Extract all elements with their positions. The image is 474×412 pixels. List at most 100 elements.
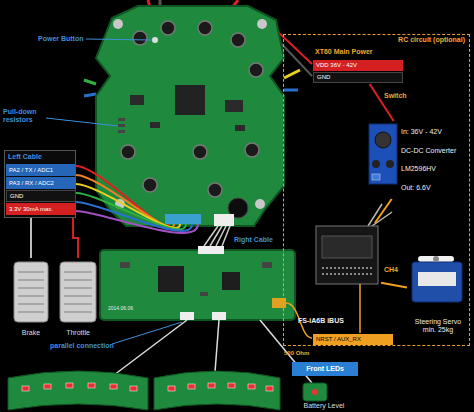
leader-line <box>86 39 152 40</box>
resistor <box>118 124 125 127</box>
node-text: GND <box>10 193 23 200</box>
led <box>248 384 255 389</box>
rc-circuit-box: RC circuit (optional)XT60 Main PowerVDD … <box>283 34 470 346</box>
cable-wire <box>216 226 226 246</box>
mainboard-pcb <box>96 6 284 226</box>
rc-receiver <box>316 226 378 284</box>
node-text: GND <box>317 74 330 81</box>
receiver-sticker <box>322 236 372 258</box>
sensor-board-pcb <box>100 250 295 320</box>
pedal-wire <box>30 218 32 258</box>
dcdc-module <box>369 124 397 184</box>
pedal-ribs <box>64 272 92 312</box>
nrst-wire <box>359 284 361 333</box>
chip <box>222 272 240 290</box>
battery-led-board <box>303 383 327 401</box>
part-label: Power Button <box>38 35 84 43</box>
chip <box>158 266 184 292</box>
cable-box: Left CablePA2 / TX / ADC1PA3 / RX / ADC2… <box>4 150 76 218</box>
right-connector <box>214 214 234 226</box>
mounting-hole <box>257 19 267 29</box>
part-label: Pull-down resistors <box>3 108 47 123</box>
power-row: GND <box>313 72 403 83</box>
signal-row: GND <box>6 190 76 202</box>
led-board <box>8 371 148 410</box>
servo-body <box>412 262 462 302</box>
motor-wire <box>284 70 300 78</box>
led <box>312 389 318 395</box>
ribbon-wire <box>76 202 192 231</box>
left-connector <box>165 214 201 224</box>
capacitor <box>143 178 157 192</box>
board-connector <box>198 246 224 254</box>
led <box>188 384 195 389</box>
node-text: Left Cable <box>8 153 42 161</box>
cable-wire <box>222 226 230 246</box>
motor-wire <box>284 89 298 92</box>
led <box>110 384 117 389</box>
led <box>88 383 95 388</box>
chip <box>235 125 245 131</box>
led-wire <box>215 320 219 372</box>
node-text: LM2596HV <box>401 165 436 173</box>
signal-row: 3.3V 30mA max. <box>6 203 76 215</box>
potentiometer <box>372 174 380 180</box>
node-text: FS-iA6B iBUS <box>298 317 344 325</box>
led-wire <box>110 320 187 378</box>
node-text: Throttle <box>66 329 90 337</box>
pedal-wire <box>73 218 78 258</box>
xt60-connector: XT60 Main PowerVDD 36V - 42VGND <box>313 48 403 84</box>
smd-part <box>120 262 130 268</box>
front-leds-box: Front LEDs <box>292 362 358 376</box>
capacitor <box>386 160 394 168</box>
inductor <box>375 132 391 148</box>
led <box>228 383 235 388</box>
power-wire <box>370 84 394 121</box>
power-row: VDD 36V - 42V <box>313 60 403 71</box>
receiver-pins <box>322 268 372 274</box>
capacitor <box>161 21 175 35</box>
capacitor <box>245 143 259 157</box>
led <box>168 386 175 391</box>
pedal-ribs <box>18 272 44 312</box>
signal-row: NRST / AUX_RX <box>313 334 393 345</box>
capacitor <box>249 63 263 77</box>
note-label: parallel connection <box>50 342 114 350</box>
led <box>66 383 73 388</box>
mounting-hole <box>255 199 265 209</box>
capacitor <box>198 21 212 35</box>
silkscreen-text: 2014.06.06 <box>108 306 133 312</box>
led <box>44 384 51 389</box>
leader-line <box>46 118 118 126</box>
node-text: RC circuit (optional) <box>398 36 465 44</box>
node-text: PA3 / RX / ADC2 <box>9 180 54 187</box>
mounting-hole <box>113 19 123 29</box>
steering-servo: Steering Servomin. 25kg <box>407 251 469 335</box>
chip <box>150 122 160 128</box>
battery-level-board: Battery Level <box>286 380 362 411</box>
led <box>208 383 215 388</box>
capacitor <box>121 145 135 159</box>
node-text: Brake <box>22 329 40 337</box>
rc-receiver: FS-iA6B iBUS <box>296 223 381 327</box>
signal-row: PA3 / RX / ADC2 <box>6 177 76 189</box>
led <box>22 386 29 391</box>
capacitor <box>372 160 380 168</box>
ribbon-wire <box>76 211 198 233</box>
capacitor <box>231 33 245 47</box>
brake-pedal <box>14 262 48 322</box>
node-text: Battery Level <box>304 402 345 410</box>
leader-line <box>112 322 182 344</box>
led <box>266 386 273 391</box>
edge-label: CH4 <box>384 266 398 274</box>
throttle-pedal: Throttle <box>56 258 100 338</box>
part-label: Right Cable <box>234 236 273 244</box>
led-board <box>154 371 280 410</box>
signal-row: PA2 / TX / ADC1 <box>6 164 76 176</box>
throttle-pedal <box>60 262 96 322</box>
signal-wire <box>381 283 407 288</box>
smd-part <box>262 262 272 268</box>
